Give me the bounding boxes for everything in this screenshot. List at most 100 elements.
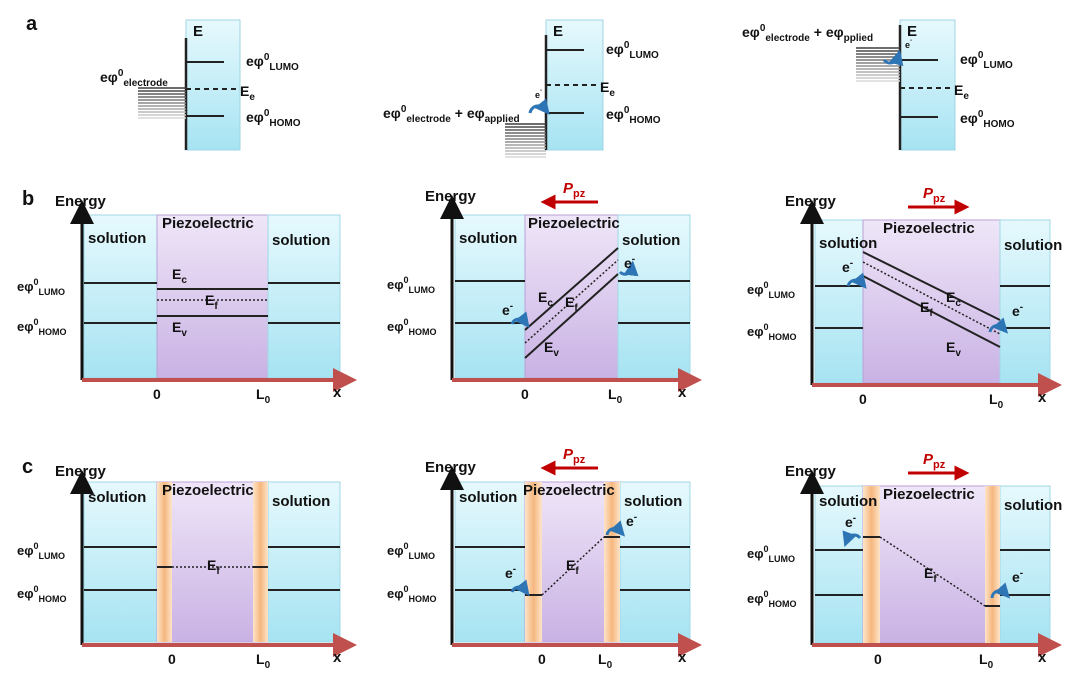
electron-label-part: - bbox=[510, 301, 513, 312]
lumo-label: eφ0LUMO bbox=[17, 541, 65, 561]
lumo-label: eφ0LUMO bbox=[960, 50, 1013, 71]
lumo-label-part: LUMO bbox=[409, 285, 436, 295]
length-tick-label-part: L bbox=[256, 651, 265, 667]
homo-label-part: HOMO bbox=[409, 327, 437, 337]
homo-label-part: eφ bbox=[606, 106, 624, 122]
length-tick-label-part: 0 bbox=[265, 660, 271, 671]
length-tick-label-part: L bbox=[256, 386, 265, 402]
valence-band-line bbox=[862, 275, 1001, 348]
ef-label-part: E bbox=[566, 557, 575, 573]
energy-axis-label-part: E bbox=[193, 23, 203, 40]
ef-label-part: f bbox=[216, 566, 220, 577]
electrode-potential-label-part: electrode bbox=[123, 78, 168, 89]
ec-label-part: E bbox=[172, 266, 181, 282]
x-axis-label-part: x bbox=[1038, 649, 1047, 666]
panel-label-b-part: b bbox=[22, 188, 34, 210]
electron-label: e- bbox=[535, 88, 542, 100]
lumo-label: eφ0LUMO bbox=[747, 280, 795, 300]
piezoelectric-label: Piezoelectric bbox=[523, 482, 615, 499]
homo-label-part: 0 bbox=[624, 105, 630, 116]
lumo-label-part: eφ bbox=[747, 282, 764, 297]
energy-axis-label-part: Energy bbox=[425, 188, 477, 205]
solution-label-right-part: solution bbox=[1004, 237, 1062, 254]
x-axis-label: x bbox=[678, 384, 687, 401]
lumo-label-part: LUMO bbox=[409, 551, 436, 561]
electron-transfer-arc bbox=[618, 260, 639, 277]
homo-label: eφ0HOMO bbox=[747, 589, 797, 609]
applied-potential-label-part: applied bbox=[485, 114, 520, 125]
ef-label: Ef bbox=[920, 299, 933, 319]
polarization-label-part: pz bbox=[933, 459, 946, 471]
solution-label-left: solution bbox=[88, 230, 146, 247]
electron-label-part: e bbox=[505, 565, 513, 581]
solution-label-left-part: solution bbox=[819, 493, 877, 510]
length-tick-label: L0 bbox=[979, 651, 994, 671]
ev-label-part: v bbox=[181, 328, 187, 339]
ee-label: Ee bbox=[954, 82, 969, 102]
ef-label: Ef bbox=[205, 292, 218, 312]
ef-label-part: f bbox=[575, 566, 579, 577]
polarization-label: Ppz bbox=[563, 446, 586, 466]
applied-potential-label: eφ0electrode + eφpplied bbox=[742, 23, 873, 44]
interface-layer bbox=[863, 486, 880, 643]
x-axis-label: x bbox=[1038, 389, 1047, 406]
solution-label-right: solution bbox=[1004, 237, 1062, 254]
lumo-label: eφ0LUMO bbox=[747, 544, 795, 564]
origin-tick-label: 0 bbox=[538, 651, 546, 667]
energy-axis-label-part: Energy bbox=[55, 193, 107, 210]
ef-label-part: E bbox=[207, 557, 216, 573]
applied-potential-label-part: electrode bbox=[765, 33, 810, 44]
piezoelectric-label-part: Piezoelectric bbox=[523, 482, 615, 499]
interface-layer bbox=[604, 482, 620, 642]
energy-axis-label: E bbox=[907, 23, 917, 40]
piezoelectric-region bbox=[862, 485, 1001, 644]
ec-label-part: c bbox=[547, 298, 553, 309]
homo-label: eφ0HOMO bbox=[387, 317, 437, 337]
polarization-label: Ppz bbox=[923, 185, 946, 205]
ev-label-part: E bbox=[172, 319, 181, 335]
ec-label: Ec bbox=[172, 266, 187, 286]
homo-label: eφ0HOMO bbox=[17, 317, 67, 337]
homo-label: eφ0HOMO bbox=[17, 584, 67, 604]
electrode-fermi-sea bbox=[856, 47, 900, 82]
lumo-label-part: eφ bbox=[747, 546, 764, 561]
solution-label-left: solution bbox=[819, 235, 877, 252]
origin-tick-label-part: 0 bbox=[859, 391, 867, 407]
energy-axis-label: Energy bbox=[785, 463, 837, 480]
lumo-label-part: 0 bbox=[764, 280, 769, 290]
ef-label-part: f bbox=[929, 308, 933, 319]
length-tick-label-part: L bbox=[979, 651, 988, 667]
length-tick-label-part: L bbox=[608, 386, 617, 402]
solution-region-right bbox=[619, 481, 691, 643]
homo-label-part: eφ bbox=[17, 319, 34, 334]
ec-label-part: c bbox=[181, 275, 187, 286]
polarization-label-part: P bbox=[923, 185, 934, 202]
origin-tick-label: 0 bbox=[521, 386, 529, 402]
energy-axis-label: Energy bbox=[425, 188, 477, 205]
energy-axis-label: Energy bbox=[425, 459, 477, 476]
piezoelectric-label-part: Piezoelectric bbox=[883, 220, 975, 237]
length-tick-label-part: L bbox=[598, 651, 607, 667]
lumo-label-part: eφ bbox=[606, 41, 624, 57]
solution-region-left bbox=[454, 214, 526, 379]
homo-label-part: eφ bbox=[387, 586, 404, 601]
electron-label: e- bbox=[842, 258, 853, 275]
homo-label-part: 0 bbox=[34, 584, 39, 594]
piezoelectric-region bbox=[862, 219, 1001, 384]
panel-label-b: b bbox=[22, 188, 34, 210]
lumo-label: eφ0LUMO bbox=[387, 275, 435, 295]
solution-label-left-part: solution bbox=[88, 230, 146, 247]
polarization-label-part: P bbox=[563, 446, 574, 463]
lumo-label-part: 0 bbox=[624, 40, 630, 51]
applied-potential-label-part: 0 bbox=[401, 104, 407, 115]
ec-label-part: E bbox=[538, 289, 547, 305]
valence-band-line bbox=[524, 273, 619, 359]
length-tick-label-part: 0 bbox=[988, 660, 994, 671]
homo-label: eφ0HOMO bbox=[606, 105, 661, 126]
solution-region-right bbox=[617, 214, 691, 379]
energy-axis-label: E bbox=[553, 23, 563, 40]
x-axis-label-part: x bbox=[678, 649, 687, 666]
origin-tick-label: 0 bbox=[153, 386, 161, 402]
applied-potential-label-part: eφ bbox=[467, 105, 485, 121]
solution-label-right: solution bbox=[622, 232, 680, 249]
